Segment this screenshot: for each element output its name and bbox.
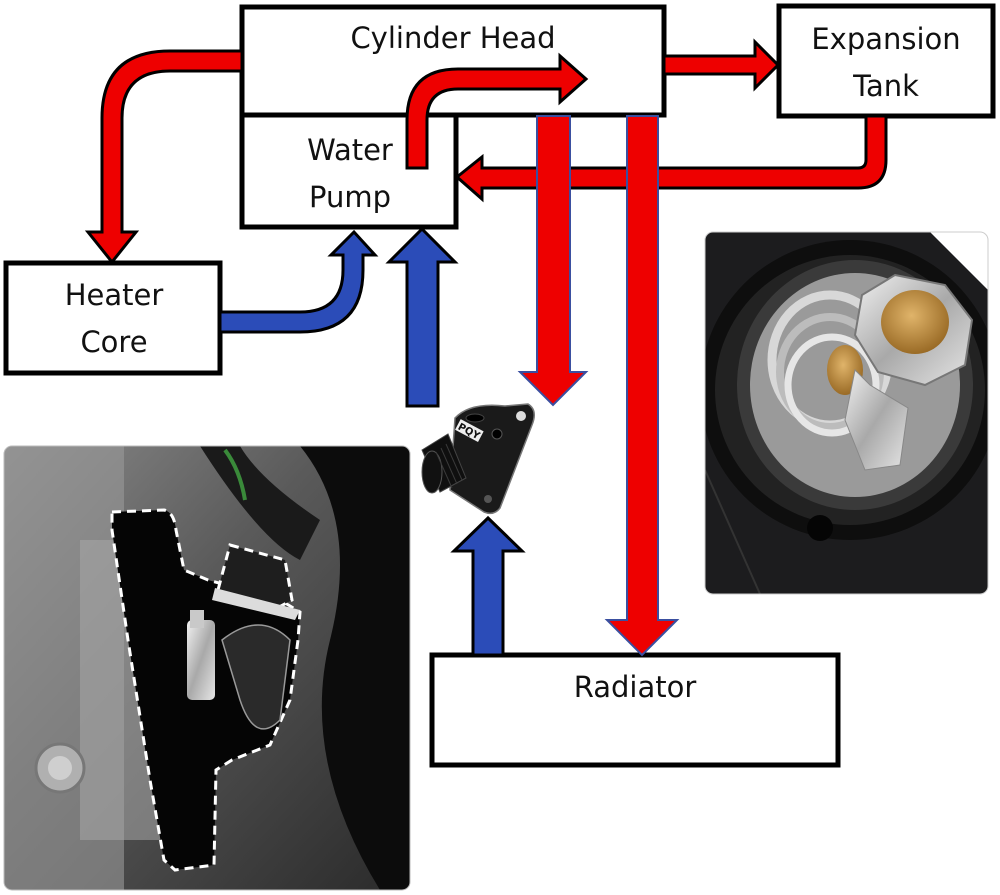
water-pump-label-line1: Water — [307, 133, 393, 167]
radiator-box — [429, 652, 841, 768]
cold-arrow-heater-to-pump — [218, 229, 379, 334]
hot-arrow-head-to-tank — [662, 38, 781, 92]
radiator-label: Radiator — [574, 670, 697, 704]
thermostat-closeup-photo — [704, 231, 989, 595]
product-label-badge — [455, 419, 484, 442]
hot-arrow-tank-to-pump — [454, 114, 888, 203]
hot-arrow-pump-to-head — [405, 52, 589, 170]
heater-core-label-line1: Heater — [65, 278, 164, 312]
cold-arrow-housing-to-pump — [385, 226, 459, 408]
expansion-tank-label-line2: Tank — [852, 69, 919, 103]
hot-arrow-head-to-heater — [84, 49, 244, 265]
engine-install-photo — [3, 445, 411, 891]
cylinder-head-label: Cylinder Head — [350, 21, 555, 55]
expansion-tank-label-line1: Expansion — [811, 22, 960, 56]
water-pump-label-line2: Pump — [309, 180, 391, 214]
hot-arrow-head-to-thermostat — [517, 115, 589, 407]
hot-arrow-head-to-radiator — [604, 115, 680, 657]
heater-core-label-line2: Core — [80, 325, 147, 359]
cold-arrow-radiator-to-housing — [450, 515, 526, 657]
thermostat-housing-product-photo: PQY — [421, 403, 535, 515]
